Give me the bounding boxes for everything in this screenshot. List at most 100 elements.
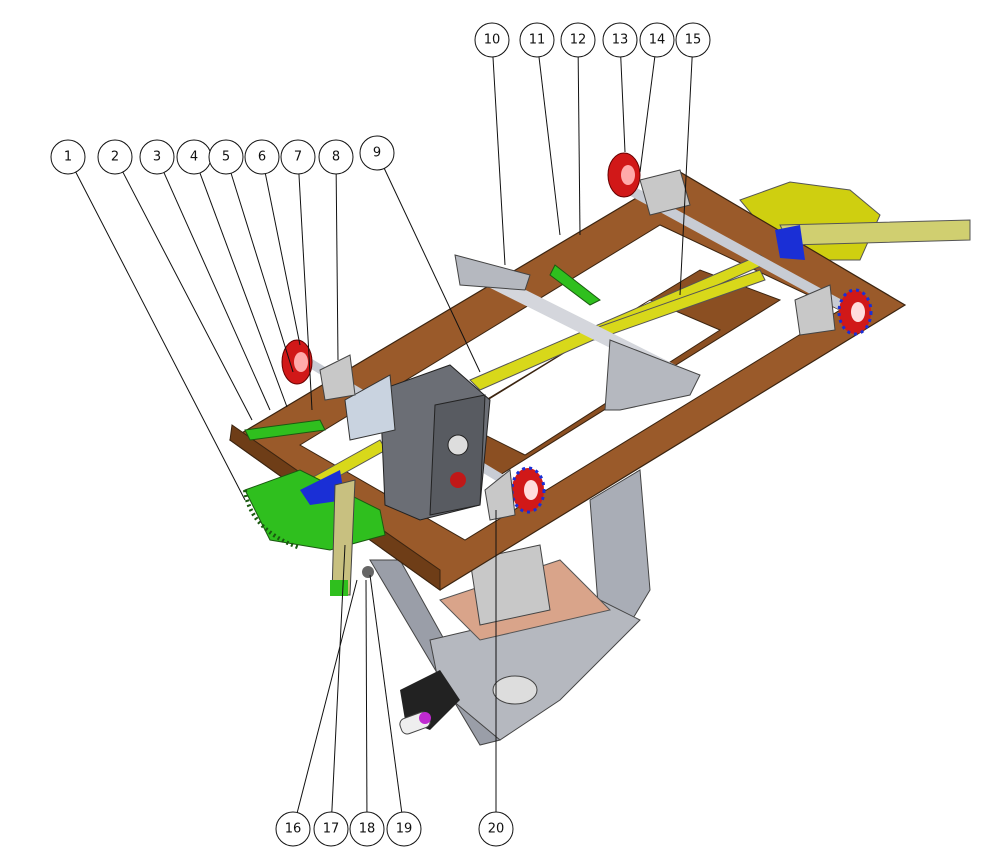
motor-bracket: [469, 544, 551, 626]
balloon-circle: [50, 139, 86, 175]
balloon-circle: [478, 811, 514, 847]
balloon-circle: [208, 139, 244, 175]
lever-pivot: [362, 566, 374, 578]
balloon-16: 16: [275, 811, 311, 847]
balloon-12: 12: [560, 22, 596, 58]
gearbox-output: [447, 434, 469, 456]
balloon-number: 18: [359, 822, 376, 837]
balloon-circle: [560, 22, 596, 58]
balloon-2: 2: [97, 139, 133, 175]
leader-line-8: [335, 173, 339, 361]
base-hole: [492, 675, 538, 705]
balloon-circle: [97, 139, 133, 175]
leader-line-12: [577, 56, 581, 236]
balloon-circle: [474, 22, 510, 58]
leader-line-5: [230, 173, 294, 373]
bearing-block-rear: [794, 284, 836, 336]
red-sprocket-rear-right: [837, 288, 873, 336]
blue-bracket-rear: [775, 225, 805, 260]
balloon-circle: [639, 22, 675, 58]
balloon-circle: [675, 22, 711, 58]
balloon-number: 9: [373, 146, 381, 161]
balloon-17: 17: [313, 811, 349, 847]
balloon-circle: [386, 811, 422, 847]
balloon-6: 6: [244, 139, 280, 175]
balloon-3: 3: [139, 139, 175, 175]
leader-line-13: [620, 56, 626, 153]
leader-line-4: [199, 172, 288, 408]
balloon-number: 1: [64, 150, 72, 165]
bearing-block-rear-left: [639, 169, 691, 216]
leader-line-2: [122, 171, 253, 421]
red-sprocket-rear-left: [607, 152, 641, 198]
balloon-circle: [139, 139, 175, 175]
green-link-front: [244, 419, 326, 441]
balloon-circle: [280, 139, 316, 175]
leader-line-10: [492, 56, 506, 266]
leader-line-14: [639, 56, 656, 173]
balloon-18: 18: [349, 811, 385, 847]
balloon-number: 7: [294, 150, 302, 165]
balloon-number: 5: [222, 150, 230, 165]
lever-arm: [331, 479, 356, 596]
leader-line-9: [383, 168, 481, 373]
balloon-number: 12: [570, 33, 587, 48]
red-sprocket-front-left: [281, 339, 313, 385]
balloon-circle: [275, 811, 311, 847]
balloon-number: 16: [285, 822, 302, 837]
leader-line-17: [331, 544, 346, 813]
balloon-number: 13: [612, 33, 629, 48]
balloon-number: 2: [111, 150, 119, 165]
leader-line-16: [296, 579, 358, 813]
lever-grip: [330, 580, 348, 596]
balloon-number: 10: [484, 33, 501, 48]
actuator-bracket-left: [454, 254, 531, 291]
balloon-circle: [359, 135, 395, 171]
balloon-number: 17: [323, 822, 340, 837]
balloon-number: 19: [396, 822, 413, 837]
balloon-20: 20: [478, 811, 514, 847]
balloon-14: 14: [639, 22, 675, 58]
balloon-15: 15: [675, 22, 711, 58]
leader-line-7: [298, 173, 313, 411]
leader-line-6: [264, 173, 301, 346]
balloon-8: 8: [318, 139, 354, 175]
balloon-circle: [318, 139, 354, 175]
balloon-number: 14: [649, 33, 666, 48]
green-link-rear: [549, 264, 601, 306]
leader-lines: [75, 56, 693, 813]
balloon-number: 6: [258, 150, 266, 165]
machine-assembly: [228, 152, 971, 746]
balloon-circle: [313, 811, 349, 847]
leader-line-15: [679, 56, 693, 296]
leader-line-18: [365, 579, 368, 813]
balloon-13: 13: [602, 22, 638, 58]
balloon-circle: [602, 22, 638, 58]
balloon-4: 4: [176, 139, 212, 175]
bearing-block-left: [319, 354, 356, 401]
balloon-10: 10: [474, 22, 510, 58]
blue-bracket: [300, 470, 345, 505]
bearing-block-front: [484, 469, 516, 521]
balloon-19: 19: [386, 811, 422, 847]
leader-line-19: [369, 574, 403, 813]
balloon-number: 8: [332, 150, 340, 165]
leader-line-3: [163, 172, 271, 411]
yellow-bar-rear: [779, 219, 971, 246]
balloon-5: 5: [208, 139, 244, 175]
leader-line-1: [75, 171, 246, 501]
balloon-circle: [349, 811, 385, 847]
balloon-number: 20: [488, 822, 505, 837]
balloon-number: 15: [685, 33, 702, 48]
balloon-7: 7: [280, 139, 316, 175]
red-sprocket-front-right: [510, 466, 546, 514]
balloon-9: 9: [359, 135, 395, 171]
balloon-number: 3: [153, 150, 161, 165]
motor-block: [344, 374, 396, 441]
leader-line-11: [538, 56, 561, 236]
balloon-number: 4: [190, 150, 198, 165]
balloon-circle: [244, 139, 280, 175]
